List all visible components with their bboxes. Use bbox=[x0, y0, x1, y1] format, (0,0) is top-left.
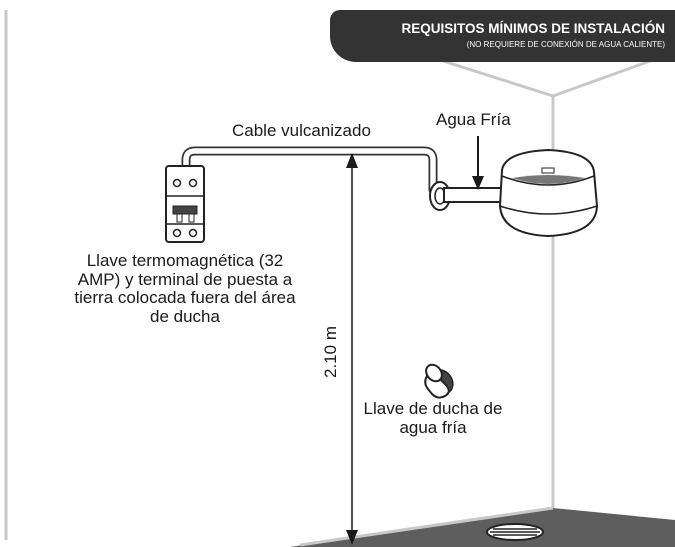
breaker-label: Llave termomagnética (32 AMP) y terminal… bbox=[74, 251, 296, 327]
banner-title: REQUISITOS MÍNIMOS DE INSTALACIÓN bbox=[401, 21, 665, 36]
arrow-down-icon bbox=[472, 136, 484, 190]
shower-head-icon bbox=[498, 148, 599, 238]
drain-icon bbox=[486, 523, 544, 541]
breaker-icon bbox=[165, 165, 205, 243]
valve-label: Llave de ducha de agua fría bbox=[363, 399, 503, 437]
height-label: 2.10 m bbox=[321, 326, 340, 378]
height-dimension bbox=[346, 153, 358, 545]
valve-icon bbox=[424, 363, 454, 399]
cable bbox=[181, 146, 438, 195]
floor bbox=[290, 508, 675, 547]
requirements-banner: REQUISITOS MÍNIMOS DE INSTALACIÓN (NO RE… bbox=[330, 10, 675, 62]
cable-label: Cable vulcanizado bbox=[232, 121, 371, 140]
banner-subtitle: (NO REQUIERE DE CONEXIÓN DE AGUA CALIENT… bbox=[466, 40, 665, 49]
pipe-fitting bbox=[429, 181, 505, 211]
cold-water-label: Agua Fría bbox=[436, 110, 511, 129]
floor-edge bbox=[299, 506, 554, 547]
